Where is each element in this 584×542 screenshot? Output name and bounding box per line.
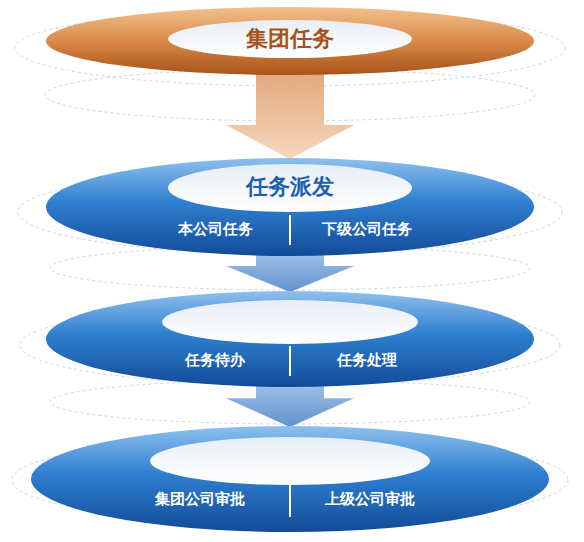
disc-center — [168, 20, 412, 58]
band-divider — [289, 215, 291, 245]
disc-title: 集团任务 — [246, 24, 334, 54]
band-label: 任务待办 — [185, 351, 245, 370]
disc-shape — [30, 425, 550, 533]
disc-shape — [45, 290, 535, 388]
disc-title: 任务派发 — [246, 172, 334, 202]
layer-disc: 集团公司审批 上级公司审批 — [30, 425, 550, 533]
disc-band — [46, 158, 534, 256]
disc-band — [31, 426, 549, 532]
disc-center — [168, 164, 412, 212]
band-label: 任务处理 — [337, 351, 397, 370]
disc-center — [162, 300, 418, 344]
band-label: 本公司任务 — [178, 220, 253, 239]
disc-shape — [45, 157, 535, 257]
disc-center — [150, 437, 430, 485]
flow-arrow — [226, 74, 354, 159]
band-divider — [289, 346, 291, 376]
band-label: 集团公司审批 — [155, 490, 245, 509]
band-divider — [289, 483, 291, 517]
disc-band — [46, 291, 534, 387]
flow-arrow — [226, 386, 354, 427]
layer-disc: 任务派发本公司任务 下级公司任务 — [45, 157, 535, 257]
layer-disc: 任务待办 任务处理 — [45, 290, 535, 388]
disc-band — [46, 7, 534, 75]
band-label: 下级公司任务 — [322, 220, 412, 239]
flow-arrow — [226, 255, 354, 292]
band-label: 上级公司审批 — [325, 490, 415, 509]
layer-disc: 集团任务 — [45, 6, 535, 76]
